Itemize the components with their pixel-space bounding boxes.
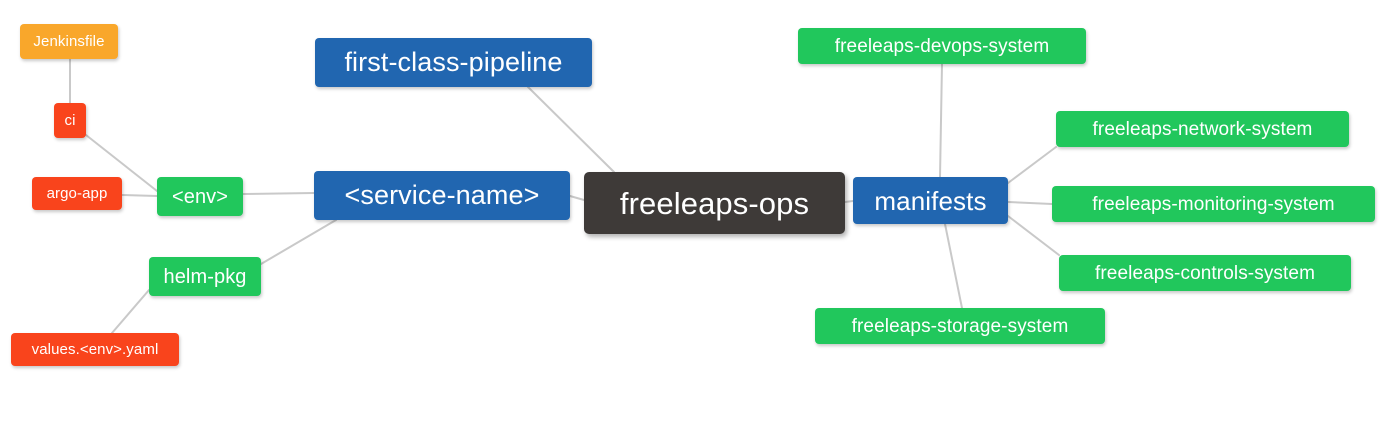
node-devops-system[interactable]: freeleaps-devops-system [798,28,1086,64]
node-network-system[interactable]: freeleaps-network-system [1056,111,1349,147]
edge-argo-app-to-env [121,194,158,197]
edge-freeleaps-ops-to-manifests [844,200,854,203]
edge-manifests-to-network-system [1007,146,1057,184]
edge-env-to-service-name [242,192,315,195]
edge-helm-pkg-to-service-name [260,219,337,265]
node-jenkinsfile[interactable]: Jenkinsfile [20,24,118,59]
node-helm-pkg[interactable]: helm-pkg [149,257,261,296]
node-controls-system[interactable]: freeleaps-controls-system [1059,255,1351,291]
node-first-class-pipeline[interactable]: first-class-pipeline [315,38,592,87]
node-values-yaml[interactable]: values.<env>.yaml [11,333,179,366]
edge-service-name-to-freeleaps-ops [569,195,585,201]
node-service-name[interactable]: <service-name> [314,171,570,220]
edge-manifests-to-storage-system [944,223,963,309]
node-monitoring-system[interactable]: freeleaps-monitoring-system [1052,186,1375,222]
edge-manifests-to-controls-system [1007,215,1060,256]
node-manifests[interactable]: manifests [853,177,1008,224]
edge-values-yaml-to-helm-pkg [111,289,150,334]
node-freeleaps-ops[interactable]: freeleaps-ops [584,172,845,234]
node-env[interactable]: <env> [157,177,243,216]
node-argo-app[interactable]: argo-app [32,177,122,210]
node-ci[interactable]: ci [54,103,86,138]
edge-first-class-pipeline-to-freeleaps-ops [527,86,615,173]
node-storage-system[interactable]: freeleaps-storage-system [815,308,1105,344]
edge-manifests-to-monitoring-system [1007,201,1053,205]
edge-manifests-to-devops-system [939,63,943,178]
